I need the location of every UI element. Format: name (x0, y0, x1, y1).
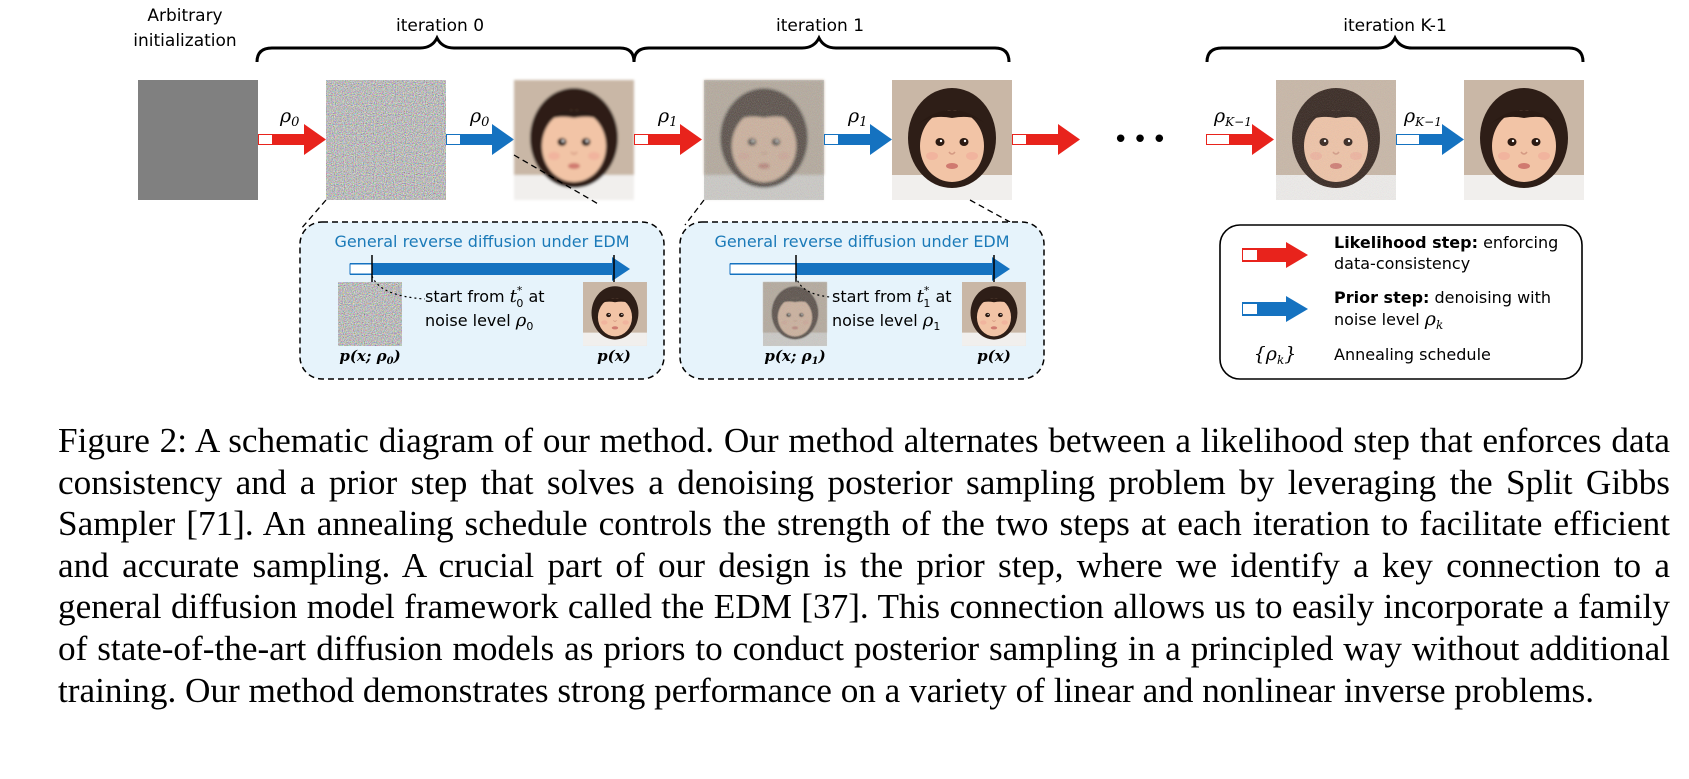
panel0-start-line2: noise level ρ0 (425, 310, 533, 333)
iteration-1-brace (632, 34, 1011, 63)
denoised-image-iter0 (513, 79, 635, 201)
final-image (1463, 79, 1585, 201)
legend-prior-line1: Prior step: denoising with (1334, 288, 1551, 307)
legend-likelihood-line2: data-consistency (1334, 254, 1470, 273)
iteration-1-label: iteration 1 (776, 16, 864, 36)
panel1-connector-right (969, 199, 1011, 223)
legend-likelihood-line1: Likelihood step: enforcing (1334, 233, 1558, 252)
panel0-connector-right (513, 154, 601, 206)
rho1-label-b: ρ1 (847, 105, 867, 130)
likelihood-arrow-2 (1012, 124, 1080, 155)
legend-prior-arrow (1242, 296, 1308, 322)
prior-arrow-0 (446, 124, 514, 155)
panel1-connector-left (684, 199, 705, 226)
panel1-noisy-thumb (762, 281, 828, 347)
iteration-0-label: iteration 0 (396, 16, 484, 36)
panel0-clean-thumb (582, 281, 648, 347)
panel1-title: General reverse diffusion under EDM (714, 232, 1009, 251)
noisy-image-iter1 (703, 79, 825, 201)
legend-schedule-label: Annealing schedule (1334, 345, 1491, 364)
rho1-label-a: ρ1 (657, 105, 677, 130)
panel1-clean-thumb (961, 281, 1027, 347)
panel0-noisy-thumb (338, 282, 402, 346)
iteration-0-brace (255, 34, 636, 63)
iteration-k1-brace (1205, 34, 1585, 63)
panel1-right-caption: p(x) (977, 347, 1011, 365)
legend-schedule-symbol: {ρk} (1254, 343, 1297, 367)
edm-panel-1: General reverse diffusion under EDM star… (679, 221, 1045, 380)
init-label-line1: Arbitrary (147, 6, 222, 26)
likelihood-arrow-1 (634, 124, 702, 155)
panel0-start-line1: start from t*0 at (425, 284, 545, 310)
noisy-image-iterk1 (1275, 79, 1397, 201)
legend: Likelihood step: enforcing data-consiste… (1219, 224, 1583, 380)
legend-prior-line2: noise level ρk (1334, 308, 1443, 332)
panel1-left-caption: p(x; ρ1) (764, 347, 825, 367)
panel0-right-caption: p(x) (597, 347, 631, 365)
rho0-label-a: ρ0 (279, 105, 299, 130)
iteration-k1-label: iteration K-1 (1343, 16, 1447, 36)
prior-arrow-1 (824, 124, 892, 155)
likelihood-arrow-0 (258, 124, 326, 155)
legend-likelihood-arrow (1242, 242, 1308, 268)
denoised-image-iter1 (891, 79, 1013, 201)
rho0-label-b: ρ0 (469, 105, 489, 130)
likelihood-arrow-k1 (1206, 124, 1274, 155)
rhok1-label-b: ρK−1 (1403, 105, 1442, 129)
rhok1-label-a: ρK−1 (1213, 105, 1252, 129)
edm-panel-0: General reverse diffusion under EDM star… (299, 221, 665, 380)
panel1-start-line2: noise level ρ1 (832, 310, 940, 333)
panel0-title: General reverse diffusion under EDM (334, 232, 629, 251)
panel1-start-line1: start from t*1 at (832, 284, 952, 310)
method-diagram: Arbitrary initialization iteration 0 ite… (133, 6, 1585, 380)
panel0-connector-left (299, 199, 327, 231)
ellipsis: ••• (1113, 125, 1171, 155)
prior-arrow-k1 (1396, 124, 1464, 155)
init-label-line2: initialization (133, 31, 236, 51)
panel0-left-caption: p(x; ρ0) (339, 347, 400, 367)
figure-caption: Figure 2: A schematic diagram of our met… (58, 421, 1670, 710)
init-image (138, 80, 258, 200)
noisy-image-iter0 (326, 80, 446, 200)
